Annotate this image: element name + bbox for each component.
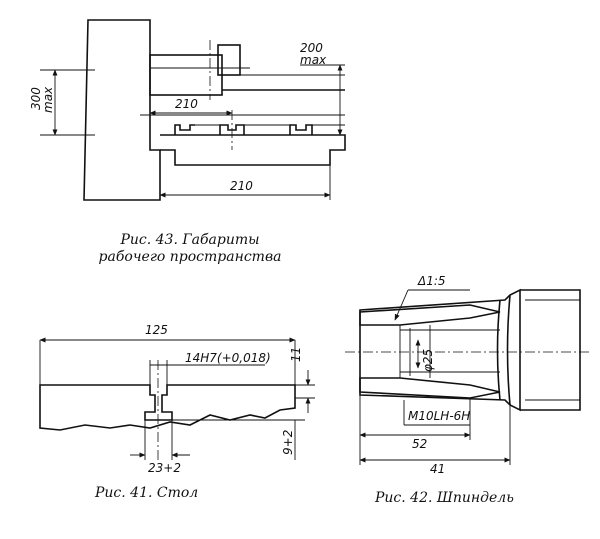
fig41-dim-depth: 9+2	[281, 430, 295, 455]
fig42-dim-52: 52	[412, 437, 427, 451]
fig43-caption-line2: рабочего пространства	[98, 249, 282, 265]
fig43-dim-top: 200	[300, 41, 323, 55]
fig42-caption: Рис. 42. Шпиндель	[375, 490, 514, 506]
fig42-dim-41: 41	[430, 462, 445, 476]
fig41-dim-right: 11	[289, 347, 303, 362]
fig43-caption: Рис. 43. Габариты рабочего пространства	[90, 232, 290, 266]
fig41-caption: Рис. 41. Стол	[95, 485, 199, 501]
fig42-dim-thread: M10LH-6H	[408, 409, 470, 423]
fig41-dim-bottom: 23+2	[148, 461, 181, 475]
fig43-caption-line1: Рис. 43. Габариты	[120, 232, 260, 248]
fig43-spindle-cap	[217, 44, 241, 76]
fig42-wall-top	[359, 304, 501, 326]
fig41-table-section	[39, 384, 296, 431]
fig41-dim-width: 125	[145, 323, 168, 337]
fig43-dim-top-sub: max	[300, 53, 327, 67]
fig42-flange	[520, 289, 581, 411]
fig41-drawing: 125 14H7(+0,018) 11 9+2 23+2	[39, 323, 315, 475]
fig42-drawing: Δ1:5 φ25 M10LH-6H 52 41	[345, 274, 592, 476]
fig43-spindle-head	[149, 54, 223, 96]
fig43-dim-bottom: 210	[230, 179, 253, 193]
fig42-dim-bore: φ25	[421, 349, 435, 372]
fig43-dim-vertical: 300	[29, 87, 43, 110]
fig43-column	[83, 19, 161, 201]
fig43-dim-mid: 210	[175, 97, 198, 111]
fig43-dim-vertical-sub: max	[41, 86, 55, 113]
fig42-dim-taper: Δ1:5	[417, 274, 446, 288]
fig41-dim-slot: 14H7(+0,018)	[185, 351, 271, 365]
fig43-drawing: 300 max 200 max 210 210	[29, 19, 346, 201]
fig43-table	[160, 134, 346, 166]
